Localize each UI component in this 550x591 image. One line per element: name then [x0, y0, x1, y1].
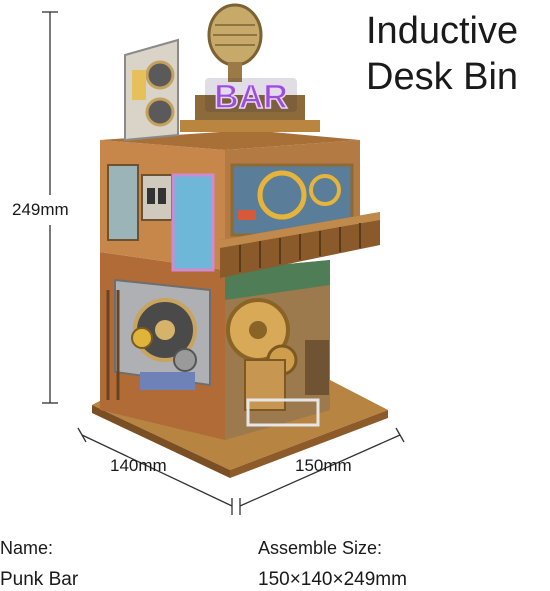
- bar-sign-text: BAR: [214, 78, 288, 116]
- width-dimension-lines: [77, 427, 405, 515]
- lower-floor: [100, 252, 225, 440]
- lower-right-section: [225, 260, 330, 440]
- roof-decor: [124, 3, 320, 142]
- assemble-size-label: Assemble Size:: [258, 538, 383, 558]
- name-label: Name:: [0, 538, 54, 558]
- height-label: 249mm: [12, 200, 69, 219]
- upper-floor: [100, 130, 360, 272]
- width-left-label: 140mm: [110, 456, 167, 475]
- assemble-size-block: Assemble Size: 150×140×249mm: [258, 538, 407, 591]
- product-title: Inductive Desk Bin: [366, 8, 536, 100]
- height-dimension-line: [42, 11, 58, 404]
- width-right-label: 150mm: [295, 456, 352, 475]
- assemble-size-value: 150×140×249mm: [258, 569, 407, 590]
- name-value: Punk Bar: [0, 569, 79, 590]
- bar-sign: BAR: [205, 77, 297, 117]
- balcony: [220, 212, 380, 278]
- title-line-2: Desk Bin: [366, 56, 519, 98]
- name-block: Name: Punk Bar: [0, 538, 78, 591]
- title-line-1: Inductive: [366, 10, 519, 52]
